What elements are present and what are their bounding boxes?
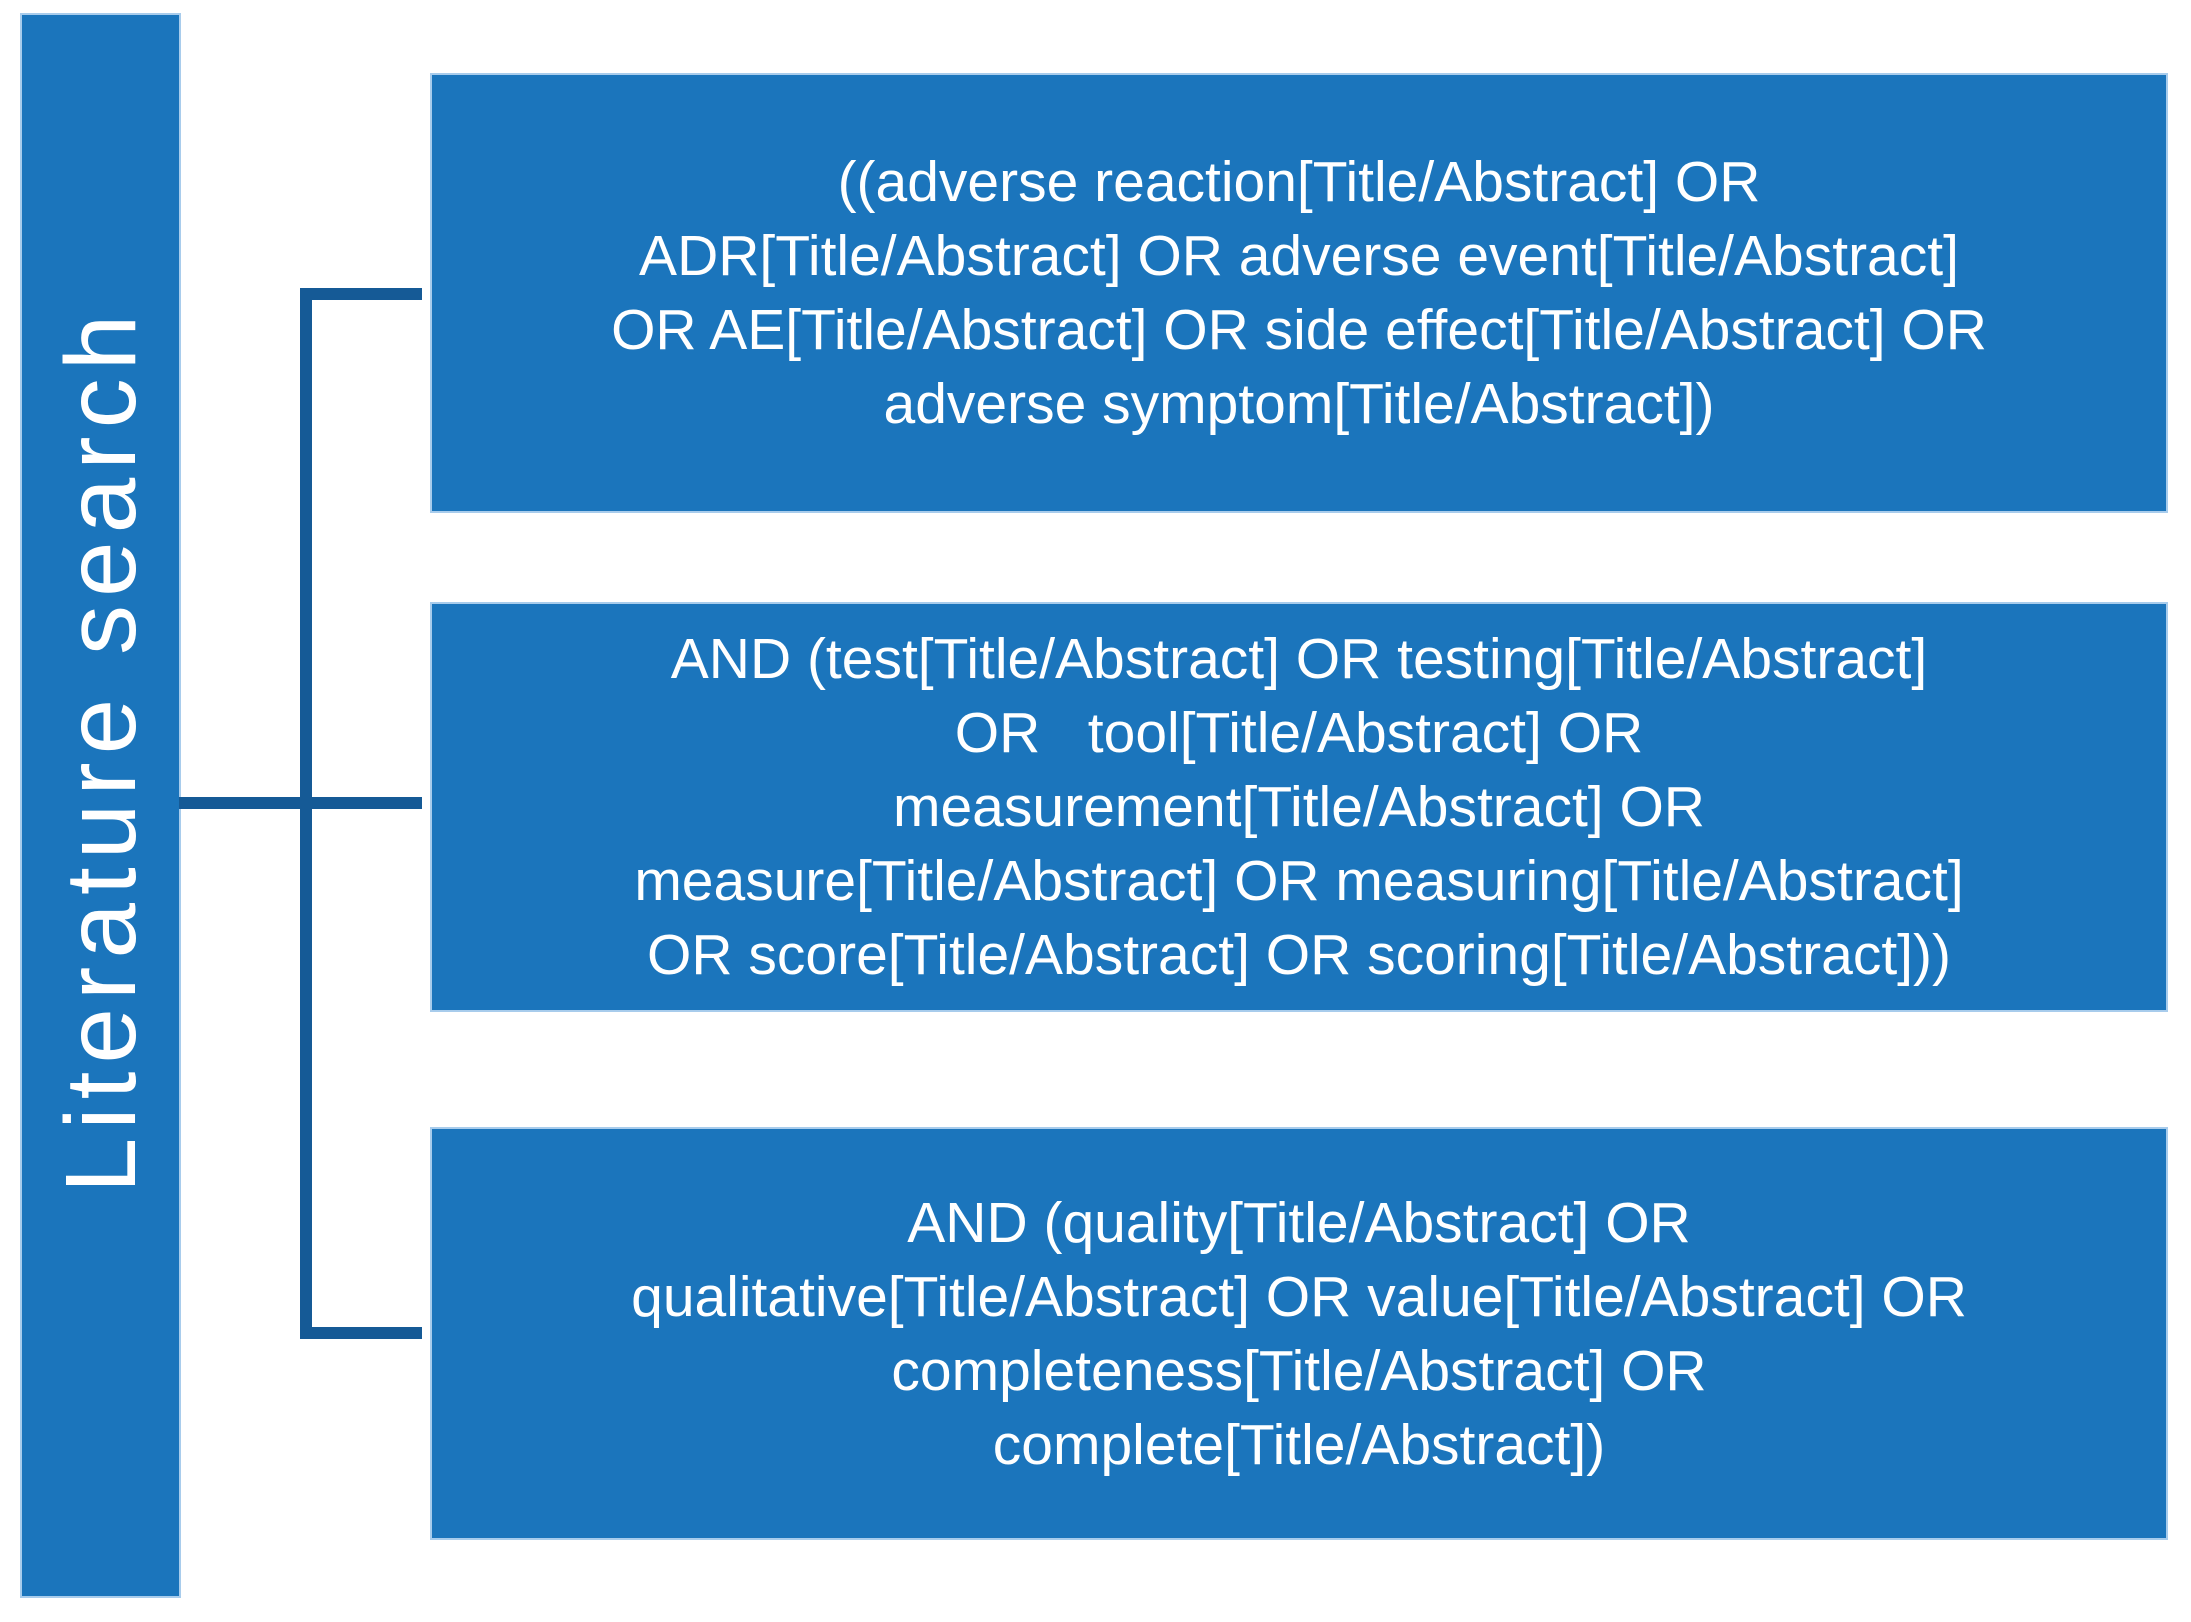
query-line: AND (quality[Title/Abstract] OR bbox=[907, 1190, 1691, 1255]
query-line: adverse symptom[Title/Abstract]) bbox=[883, 372, 1715, 436]
query-line: measure[Title/Abstract] OR measuring[Tit… bbox=[634, 849, 1964, 913]
connector-middle-line bbox=[179, 797, 422, 809]
query-line: OR AE[Title/Abstract] OR side effect[Tit… bbox=[611, 298, 1987, 362]
query-box-adverse-terms: ((adverse reaction[Title/Abstract] OR AD… bbox=[430, 73, 2168, 513]
query-line: complete[Title/Abstract]) bbox=[992, 1412, 1606, 1477]
query-line: OR score[Title/Abstract] OR scoring[Titl… bbox=[647, 923, 1951, 987]
connector-vertical-line bbox=[300, 288, 312, 1339]
query-box-test-terms: AND (test[Title/Abstract] OR testing[Tit… bbox=[430, 602, 2168, 1012]
query-line: completeness[Title/Abstract] OR bbox=[891, 1338, 1707, 1403]
literature-search-label: Literature search bbox=[44, 306, 157, 1194]
connector-top-line bbox=[300, 288, 422, 300]
query-line: qualitative[Title/Abstract] OR value[Tit… bbox=[631, 1264, 1967, 1329]
query-box-quality-terms: AND (quality[Title/Abstract] OR qualitat… bbox=[430, 1127, 2168, 1540]
query-line: ((adverse reaction[Title/Abstract] OR bbox=[837, 150, 1761, 214]
query-line: ADR[Title/Abstract] OR adverse event[Tit… bbox=[639, 224, 1959, 288]
connector-bottom-line bbox=[300, 1327, 422, 1339]
literature-search-bar: Literature search bbox=[20, 13, 181, 1598]
query-line: AND (test[Title/Abstract] OR testing[Tit… bbox=[670, 627, 1928, 691]
query-line: measurement[Title/Abstract] OR bbox=[893, 775, 1705, 839]
query-line: OR tool[Title/Abstract] OR bbox=[954, 701, 1644, 765]
